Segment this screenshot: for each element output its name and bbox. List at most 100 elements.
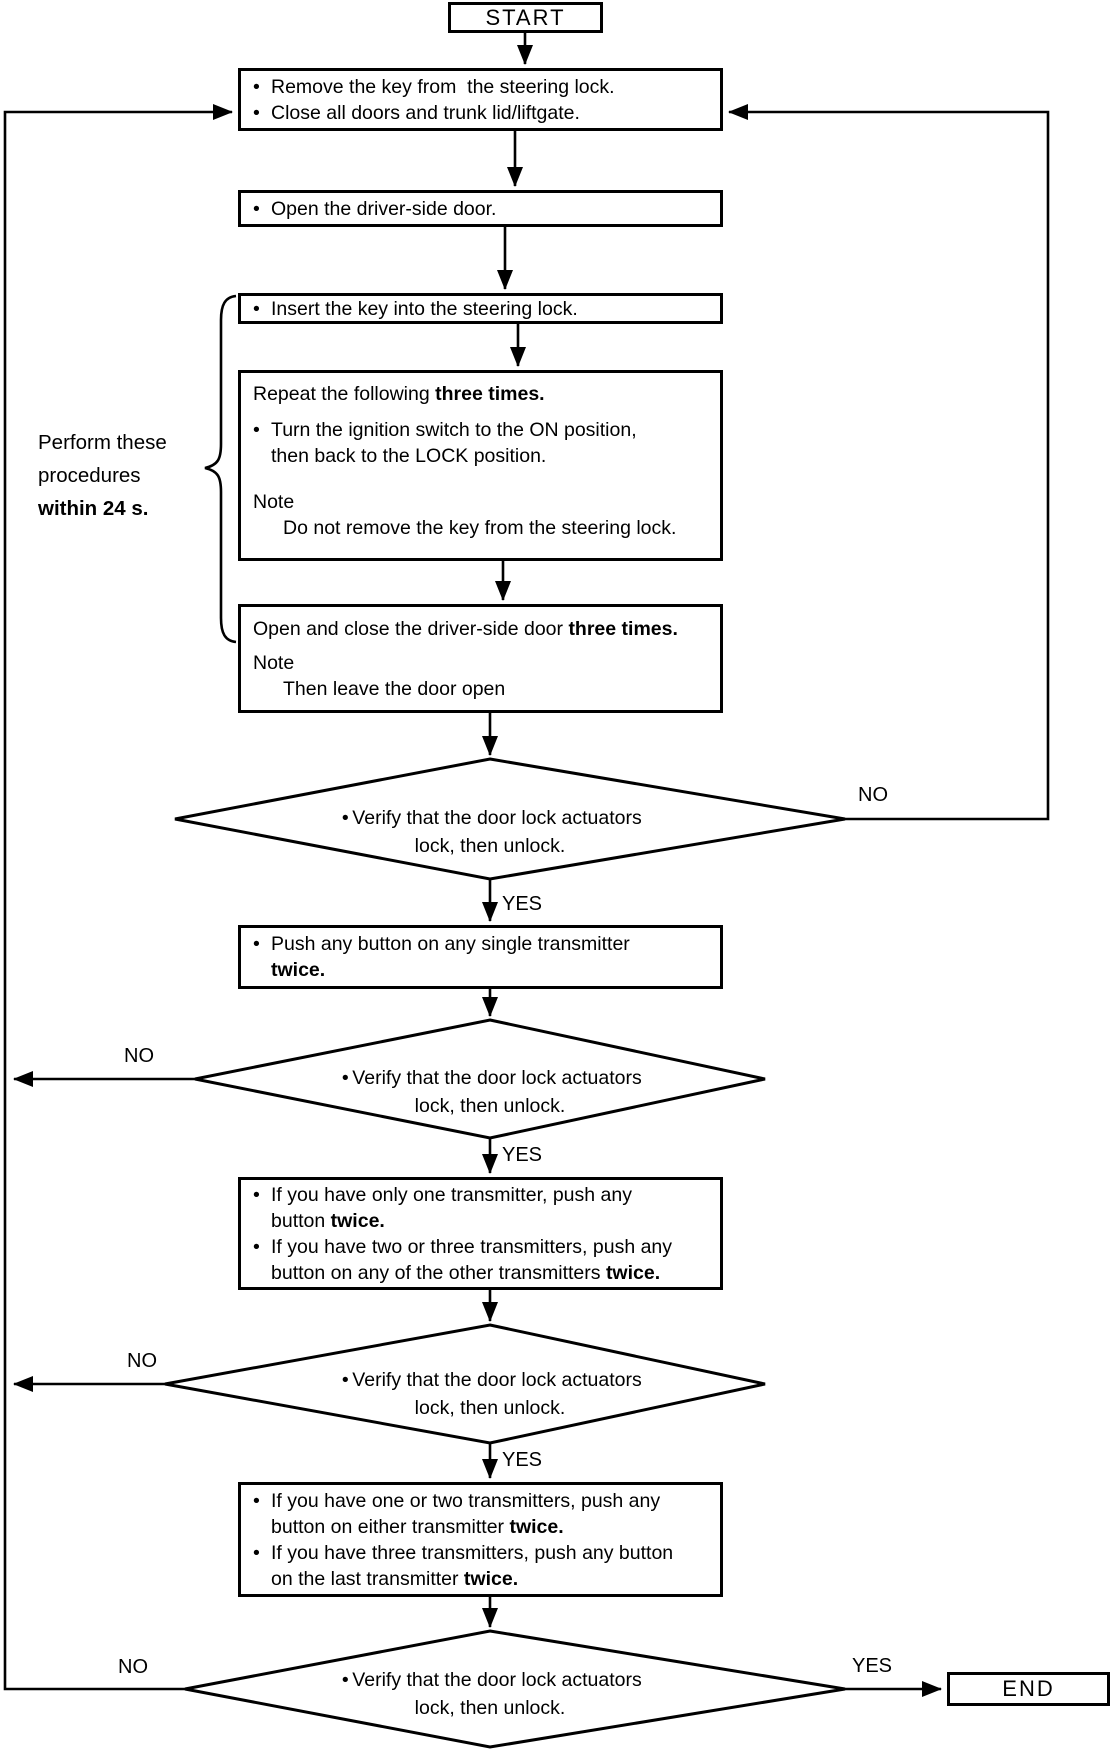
step-ignition-bullet1: •Turn the ignition switch to the ON posi… — [253, 417, 714, 443]
bullet-icon: • — [253, 197, 260, 220]
step-last-line4: on the last transmitter twice. — [253, 1566, 714, 1592]
step-other-line4: button on any of the other transmitters … — [253, 1260, 714, 1286]
side-note-line1: Perform these — [38, 431, 167, 454]
step-text: Push any button on any single transmitte… — [271, 933, 630, 955]
step-text: Insert the key into the steering lock. — [271, 297, 578, 320]
step-text-bold: three times. — [568, 618, 678, 640]
bullet-icon: • — [253, 101, 260, 124]
note-text: Then leave the door open — [283, 678, 506, 700]
bullet-icon: • — [253, 1235, 260, 1258]
step-push-single-line2: twice. — [253, 957, 714, 983]
step-door-cycle: Open and close the driver-side door thre… — [238, 604, 723, 713]
bullet-icon: • — [341, 1369, 349, 1391]
no4-loop-left — [3, 104, 233, 1691]
step-other-transmitters: • If you have only one transmitter, push … — [238, 1177, 723, 1290]
decision-line2: lock, then unlock. — [414, 1095, 566, 1117]
decision-1-diamond — [174, 757, 846, 881]
bullet-icon: • — [341, 1067, 349, 1089]
yes3-label: YES — [502, 1449, 543, 1471]
step-text-bold: twice. — [330, 1209, 385, 1232]
step-last-line3: • If you have three transmitters, push an… — [253, 1540, 714, 1566]
no1-label: NO — [858, 784, 888, 806]
step-other-line2: button twice. — [253, 1208, 714, 1234]
bullet-icon: • — [253, 1541, 260, 1564]
bullet-icon: • — [341, 1669, 349, 1691]
note-text: Do not remove the key from the steering … — [283, 517, 677, 539]
step-text-bold: twice. — [509, 1515, 564, 1538]
step-push-single: • Push any button on any single transmitt… — [238, 925, 723, 989]
step-remove-key: •Remove the key from the steering lock. … — [238, 68, 723, 131]
step-text: on the last transmitter — [271, 1567, 464, 1590]
step-text: Repeat the following — [253, 383, 436, 405]
step-text: Open and close the driver-side door — [253, 618, 569, 640]
side-note-within-24s: Perform these procedures within 24 s. — [38, 426, 167, 525]
step-open-door-line1: • Open the driver-side door. — [253, 196, 714, 222]
bullet-icon: • — [253, 1489, 260, 1512]
decision-3-label: •Verify that the door lock actuators loc… — [190, 1366, 790, 1422]
step-text: If you have only one transmitter, push a… — [271, 1183, 632, 1206]
yes4-label: YES — [852, 1655, 893, 1677]
bullet-icon: • — [253, 1183, 260, 1206]
step-ignition-cycle: Repeat the following three times. •Turn … — [238, 370, 723, 561]
step-text: Remove the key from the steering lock. — [271, 75, 615, 98]
bullet-icon: • — [341, 807, 349, 829]
decision-text: Verify that the door lock actuators — [352, 807, 642, 829]
end-node: END — [947, 1672, 1110, 1706]
note-label: Note — [253, 652, 295, 674]
side-note-line2: procedures — [38, 464, 141, 487]
step-other-line1: • If you have only one transmitter, push … — [253, 1182, 714, 1208]
step-door-cycle-line1: Open and close the driver-side door thre… — [253, 616, 714, 642]
step-last-line2: button on either transmitter twice. — [253, 1514, 714, 1540]
bullet-icon: • — [253, 75, 260, 98]
decision-line1: •Verify that the door lock actuators — [190, 1064, 790, 1092]
step-text: If you have one or two transmitters, pus… — [271, 1489, 661, 1512]
no3-label: NO — [127, 1350, 157, 1372]
yes2-label: YES — [502, 1144, 543, 1166]
step-text: button on any of the other transmitters — [271, 1261, 606, 1284]
step-last-transmitter: • If you have one or two transmitters, pu… — [238, 1482, 723, 1597]
step-text: Open the driver-side door. — [271, 197, 497, 220]
step-open-door: • Open the driver-side door. — [238, 190, 723, 227]
step-other-line3: • If you have two or three transmitters, … — [253, 1234, 714, 1260]
step-text: If you have three transmitters, push any… — [271, 1541, 674, 1564]
decision-line2: lock, then unlock. — [414, 835, 566, 857]
decision-line1: •Verify that the door lock actuators — [190, 1366, 790, 1394]
step-text: button on either transmitter — [271, 1515, 510, 1538]
decision-text: Verify that the door lock actuators — [352, 1369, 642, 1391]
step-insert-key: • Insert the key into the steering lock. — [238, 293, 723, 324]
bullet-icon: • — [253, 933, 260, 955]
group-brace — [204, 294, 237, 644]
step-text-bold: twice. — [605, 1261, 661, 1284]
start-node: START — [448, 2, 603, 33]
decision-2-diamond — [194, 1018, 766, 1140]
decision-3-diamond — [164, 1323, 766, 1445]
step-insert-key-line1: • Insert the key into the steering lock. — [253, 296, 714, 322]
step-text-bold: twice. — [271, 959, 326, 981]
no4-label: NO — [118, 1656, 148, 1678]
step-remove-key-line1: • Remove the key from the steering lock. — [253, 74, 714, 100]
decision-2-label: •Verify that the door lock actuators loc… — [190, 1064, 790, 1120]
step-last-line1: • If you have one or two transmitters, pu… — [253, 1488, 714, 1514]
side-note-line3: within 24 s. — [38, 497, 149, 520]
step-text: If you have two or three transmitters, p… — [271, 1235, 673, 1258]
decision-line1: •Verify that the door lock actuators — [190, 1666, 790, 1694]
step-ignition-bullet1-cont: then back to the LOCK position. — [271, 445, 547, 467]
step-push-single-line1: • Push any button on any single transmitt… — [253, 931, 714, 957]
decision-4-label: •Verify that the door lock actuators loc… — [190, 1666, 790, 1722]
decision-line1: •Verify that the door lock actuators — [190, 804, 790, 832]
no1-loop-right — [728, 104, 1050, 821]
decision-1-label: •Verify that the door lock actuators loc… — [190, 804, 790, 860]
yes1-label: YES — [502, 893, 543, 915]
decision-4-diamond — [184, 1629, 846, 1749]
decision-text: Verify that the door lock actuators — [352, 1669, 642, 1691]
bullet-icon: • — [253, 297, 260, 320]
step-text-bold: three times. — [435, 383, 545, 405]
no2-label: NO — [124, 1045, 154, 1067]
decision-line2: lock, then unlock. — [414, 1397, 566, 1419]
bullet-icon: • — [253, 419, 260, 441]
decision-text: Verify that the door lock actuators — [352, 1067, 642, 1089]
step-ignition-line1: Repeat the following three times. — [253, 381, 714, 407]
step-text: button — [271, 1209, 331, 1232]
